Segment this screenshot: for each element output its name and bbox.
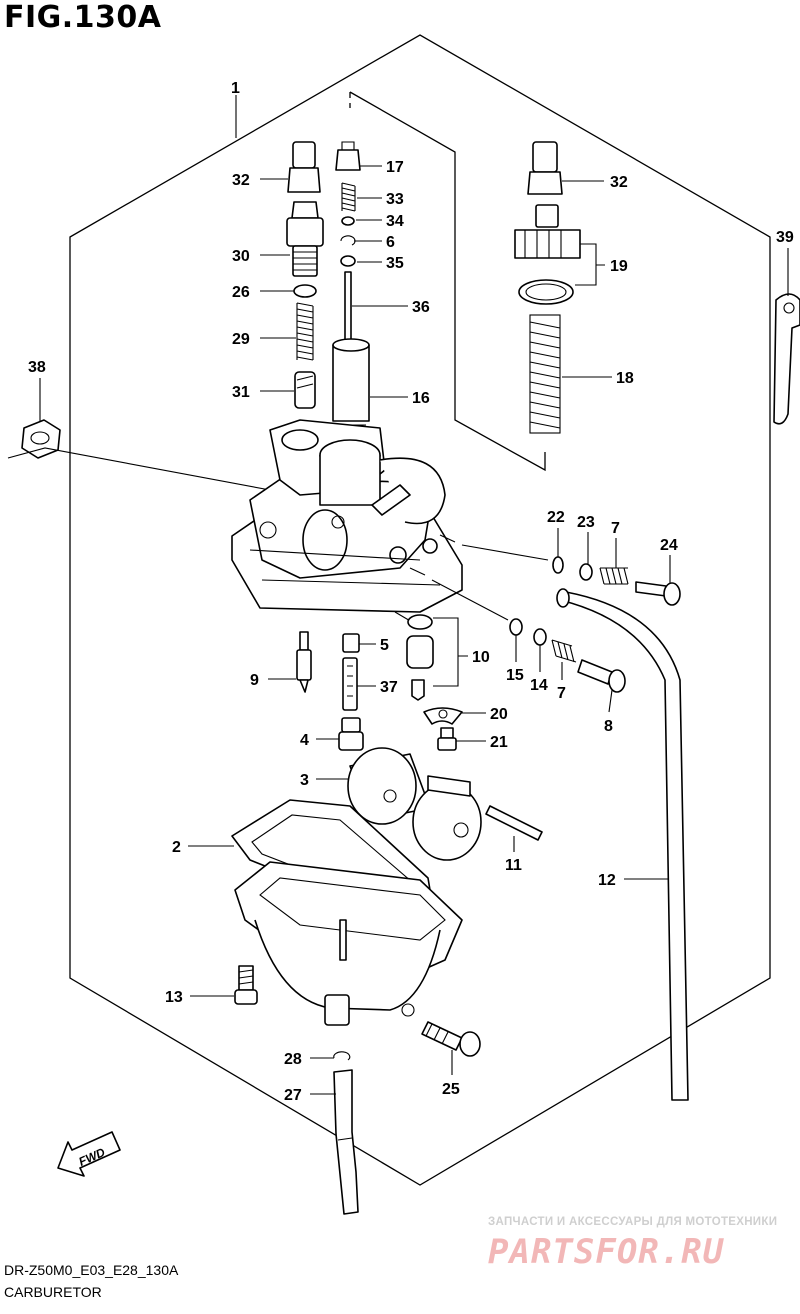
part-28-clip — [333, 1051, 351, 1061]
callout-23: 23 — [577, 514, 595, 531]
callout-30: 30 — [232, 248, 250, 265]
part-24-screw — [635, 581, 681, 606]
part-20-clamp — [423, 707, 463, 725]
part-13-bolt — [234, 965, 258, 1005]
part-29-spring — [296, 302, 314, 361]
callout-4: 4 — [300, 732, 309, 749]
leader-lines — [39, 95, 789, 1095]
part-6-clip — [340, 235, 356, 246]
part-26-washer — [293, 284, 317, 298]
callout-35: 35 — [386, 255, 404, 272]
carburetor-body — [231, 419, 463, 613]
part-18-return-spring — [529, 314, 561, 434]
part-33-spring — [341, 182, 356, 212]
figure-title: FIG.130A — [4, 0, 162, 35]
part-23-washer — [579, 563, 593, 581]
callout-9: 9 — [250, 672, 259, 689]
part-34-washer — [341, 216, 355, 226]
callout-32-left: 32 — [232, 172, 250, 189]
part-25-drain-screw — [421, 1021, 481, 1057]
callout-15: 15 — [506, 667, 524, 684]
watermark-logo: PARTSFOR.RU — [488, 1232, 725, 1272]
callout-2: 2 — [172, 839, 181, 856]
part-8-screw — [577, 659, 626, 693]
callout-10: 10 — [472, 649, 490, 666]
diagram-caption: CARBURETOR — [4, 1284, 102, 1300]
callout-labels: 1 32 30 26 29 31 17 33 34 6 35 36 16 32 … — [28, 80, 794, 1104]
callout-7b: 7 — [557, 685, 566, 702]
diagram-code: DR-Z50M0_E03_E28_130A — [4, 1262, 179, 1278]
watermark-tagline: ЗАПЧАСТИ И АКСЕССУАРЫ ДЛЯ МОТОТЕХНИКИ — [488, 1216, 778, 1228]
pointer-line-22 — [439, 534, 549, 561]
callout-20: 20 — [490, 706, 508, 723]
part-30-adjuster-left — [286, 201, 324, 277]
callout-6: 6 — [386, 234, 395, 251]
part-39-bracket — [773, 293, 800, 425]
part-14-washer — [533, 628, 547, 646]
callout-19: 19 — [610, 258, 628, 275]
callout-39: 39 — [776, 229, 794, 246]
callout-34: 34 — [386, 213, 404, 230]
part-15-o-ring — [509, 618, 523, 636]
part-11-float-pin — [485, 805, 543, 841]
part-32-cap-right — [527, 141, 563, 195]
callout-18: 18 — [616, 370, 634, 387]
part-21-screw — [437, 727, 457, 751]
part-35-seat — [340, 255, 356, 267]
callout-1: 1 — [231, 80, 240, 97]
callout-33: 33 — [386, 191, 404, 208]
part-31-plunger — [294, 371, 316, 409]
part-4-jet-holder — [338, 717, 364, 751]
part-37-needle-jet — [342, 657, 358, 711]
callout-37: 37 — [380, 679, 398, 696]
callout-29: 29 — [232, 331, 250, 348]
callout-38: 38 — [28, 359, 46, 376]
callout-36: 36 — [412, 299, 430, 316]
frame-bracket-line — [349, 91, 546, 472]
part-7-spring-a — [599, 567, 629, 585]
callout-24: 24 — [660, 537, 678, 554]
callout-17: 17 — [386, 159, 404, 176]
callout-3: 3 — [300, 772, 309, 789]
fwd-arrow-icon: FWD — [57, 1131, 121, 1177]
callout-22: 22 — [547, 509, 565, 526]
callout-5: 5 — [380, 637, 389, 654]
part-12-overflow-tube — [559, 591, 689, 1101]
part-27-drain-hose — [333, 1069, 359, 1215]
callout-21: 21 — [490, 734, 508, 751]
callout-25: 25 — [442, 1081, 460, 1098]
callout-26: 26 — [232, 284, 250, 301]
part-22-o-ring — [552, 556, 564, 574]
callout-11: 11 — [505, 857, 522, 874]
callout-31: 31 — [232, 384, 250, 401]
part-19-cable-nut — [514, 204, 581, 305]
callout-28: 28 — [284, 1051, 302, 1068]
part-16-throttle-valve — [332, 338, 370, 426]
callout-13: 13 — [165, 989, 183, 1006]
callout-27: 27 — [284, 1087, 302, 1104]
part-9-pilot-screw — [296, 631, 312, 693]
assembly-frame — [69, 34, 771, 1186]
part-5-main-jet — [342, 633, 360, 653]
part-32-cap-left — [287, 141, 321, 193]
part-17-cap-retainer — [335, 141, 361, 171]
callout-16: 16 — [412, 390, 430, 407]
callout-32-right: 32 — [610, 174, 628, 191]
callout-8: 8 — [604, 718, 613, 735]
pointer-38 — [7, 447, 271, 491]
part-3-float — [347, 747, 482, 861]
float-chamber — [234, 861, 463, 1026]
callout-12: 12 — [598, 872, 616, 889]
pointer-line-15 — [409, 567, 509, 621]
callout-14: 14 — [530, 677, 548, 694]
part-10-float-valve — [406, 614, 434, 701]
part-7-spring-b — [551, 639, 577, 663]
callout-7a: 7 — [611, 520, 620, 537]
